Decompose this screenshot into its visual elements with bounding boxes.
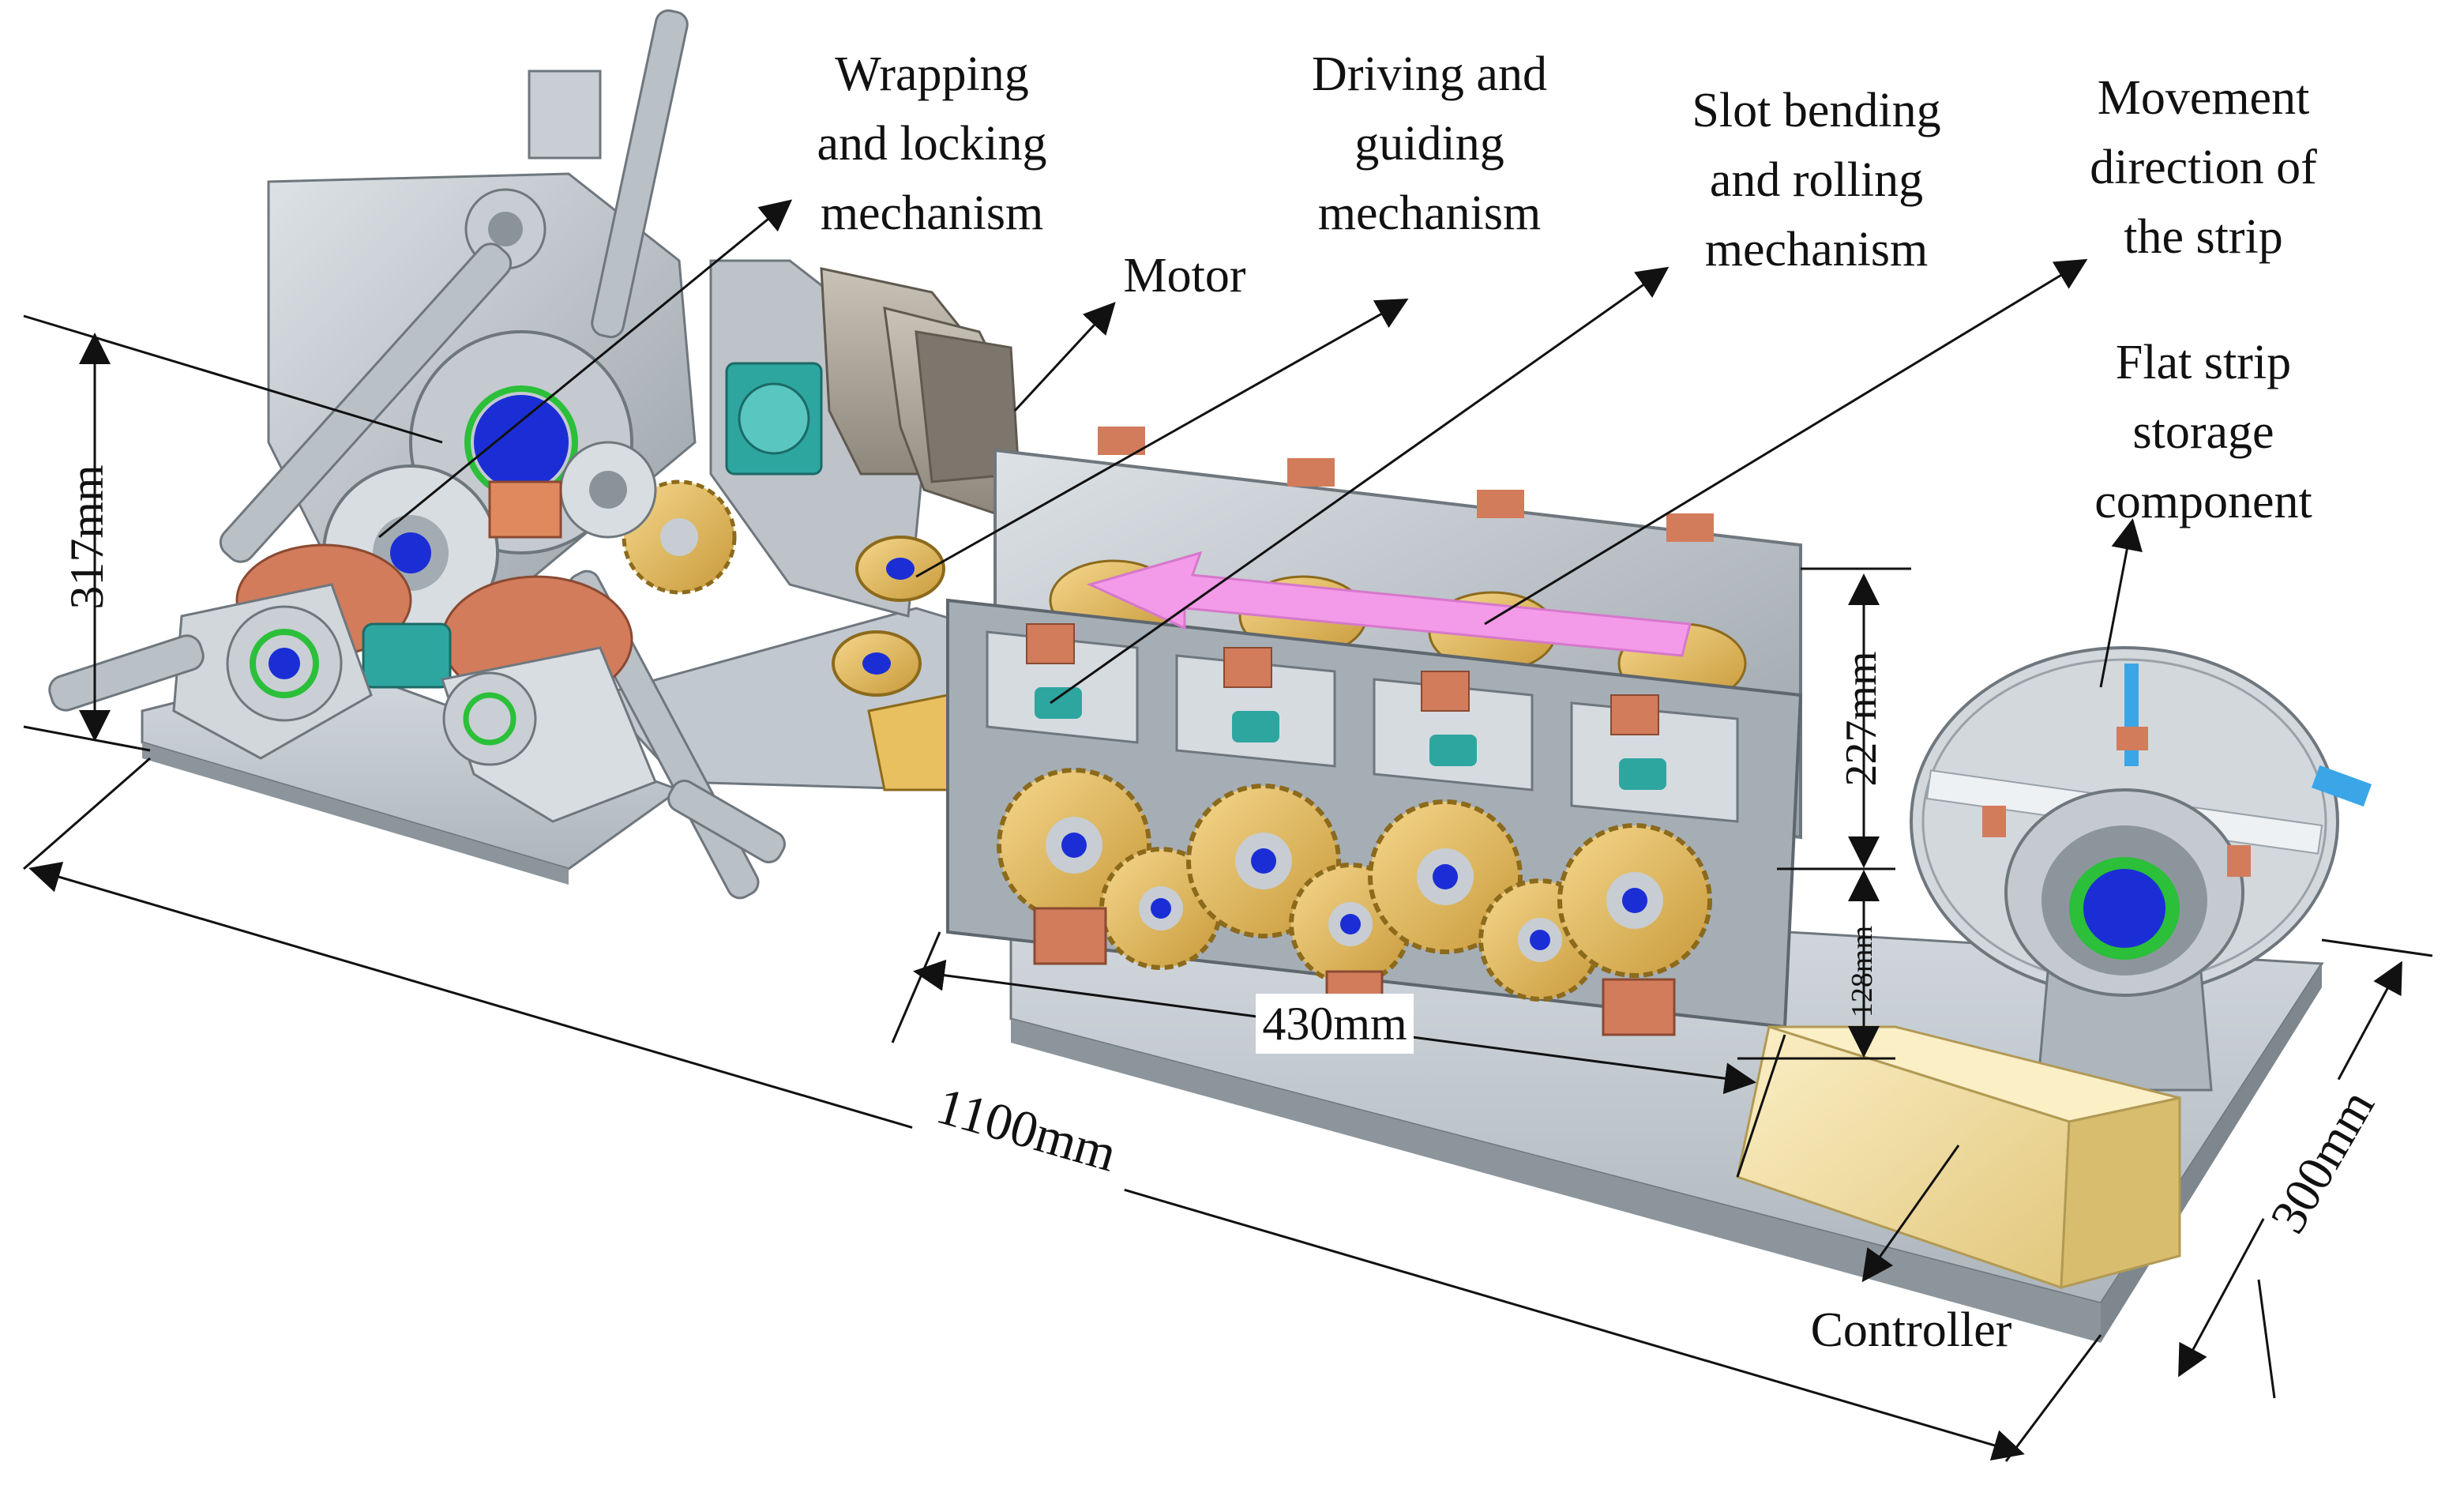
motor (709, 259, 1020, 618)
label-line: Slot bending (1692, 84, 1941, 137)
label-line: and locking (817, 117, 1047, 171)
label-line: storage (2132, 405, 2274, 459)
label-line: Motor (1123, 249, 1246, 303)
label-line: Movement (2097, 71, 2310, 125)
label-line: Wrapping (835, 47, 1029, 101)
label-controller: Controller (1769, 1295, 2053, 1365)
label-line: Controller (1810, 1303, 2012, 1357)
flat-strip-storage-component (1910, 646, 2372, 1092)
label-line: mechanism (820, 186, 1044, 240)
label-movement-direction: Movement direction of the strip (2038, 63, 2369, 272)
driving-guiding-mechanism (832, 536, 982, 791)
label-slot-bending-rolling-mechanism: Slot bending and rolling mechanism (1643, 76, 1990, 284)
label-line: direction of (2090, 141, 2317, 194)
wrapping-locking-mechanism (48, 9, 786, 900)
label-line: component (2094, 475, 2312, 528)
label-wrapping-locking-mechanism: Wrapping and locking mechanism (774, 39, 1090, 248)
strip-direction-arrow (1086, 551, 1692, 657)
label-flat-strip-storage: Flat strip storage component (2038, 328, 2369, 536)
label-line: and rolling (1709, 153, 1924, 207)
label-line: guiding (1354, 117, 1504, 171)
dimension-430mm-box: 430mm (1256, 994, 1414, 1054)
dimension-1100mm-box: 1100mm (909, 1061, 1144, 1198)
label-line: mechanism (1704, 223, 1929, 276)
label-motor: Motor (1082, 241, 1287, 310)
dimension-430mm: 430mm (1262, 998, 1407, 1050)
label-line: Driving and (1312, 47, 1547, 101)
label-line: the strip (2124, 210, 2283, 264)
label-line: mechanism (1317, 186, 1542, 240)
label-line: Flat strip (2115, 336, 2292, 389)
dimension-227mm: 227mm (1837, 651, 1886, 786)
dimension-317mm: 317mm (61, 464, 113, 609)
dimension-300mm-box: 300mm (2255, 1077, 2389, 1246)
slot-bending-rolling-mechanism (946, 427, 1803, 1036)
label-driving-guiding-mechanism: Driving and guiding mechanism (1264, 39, 1595, 248)
dimension-128mm: 128mm (1846, 926, 1879, 1017)
